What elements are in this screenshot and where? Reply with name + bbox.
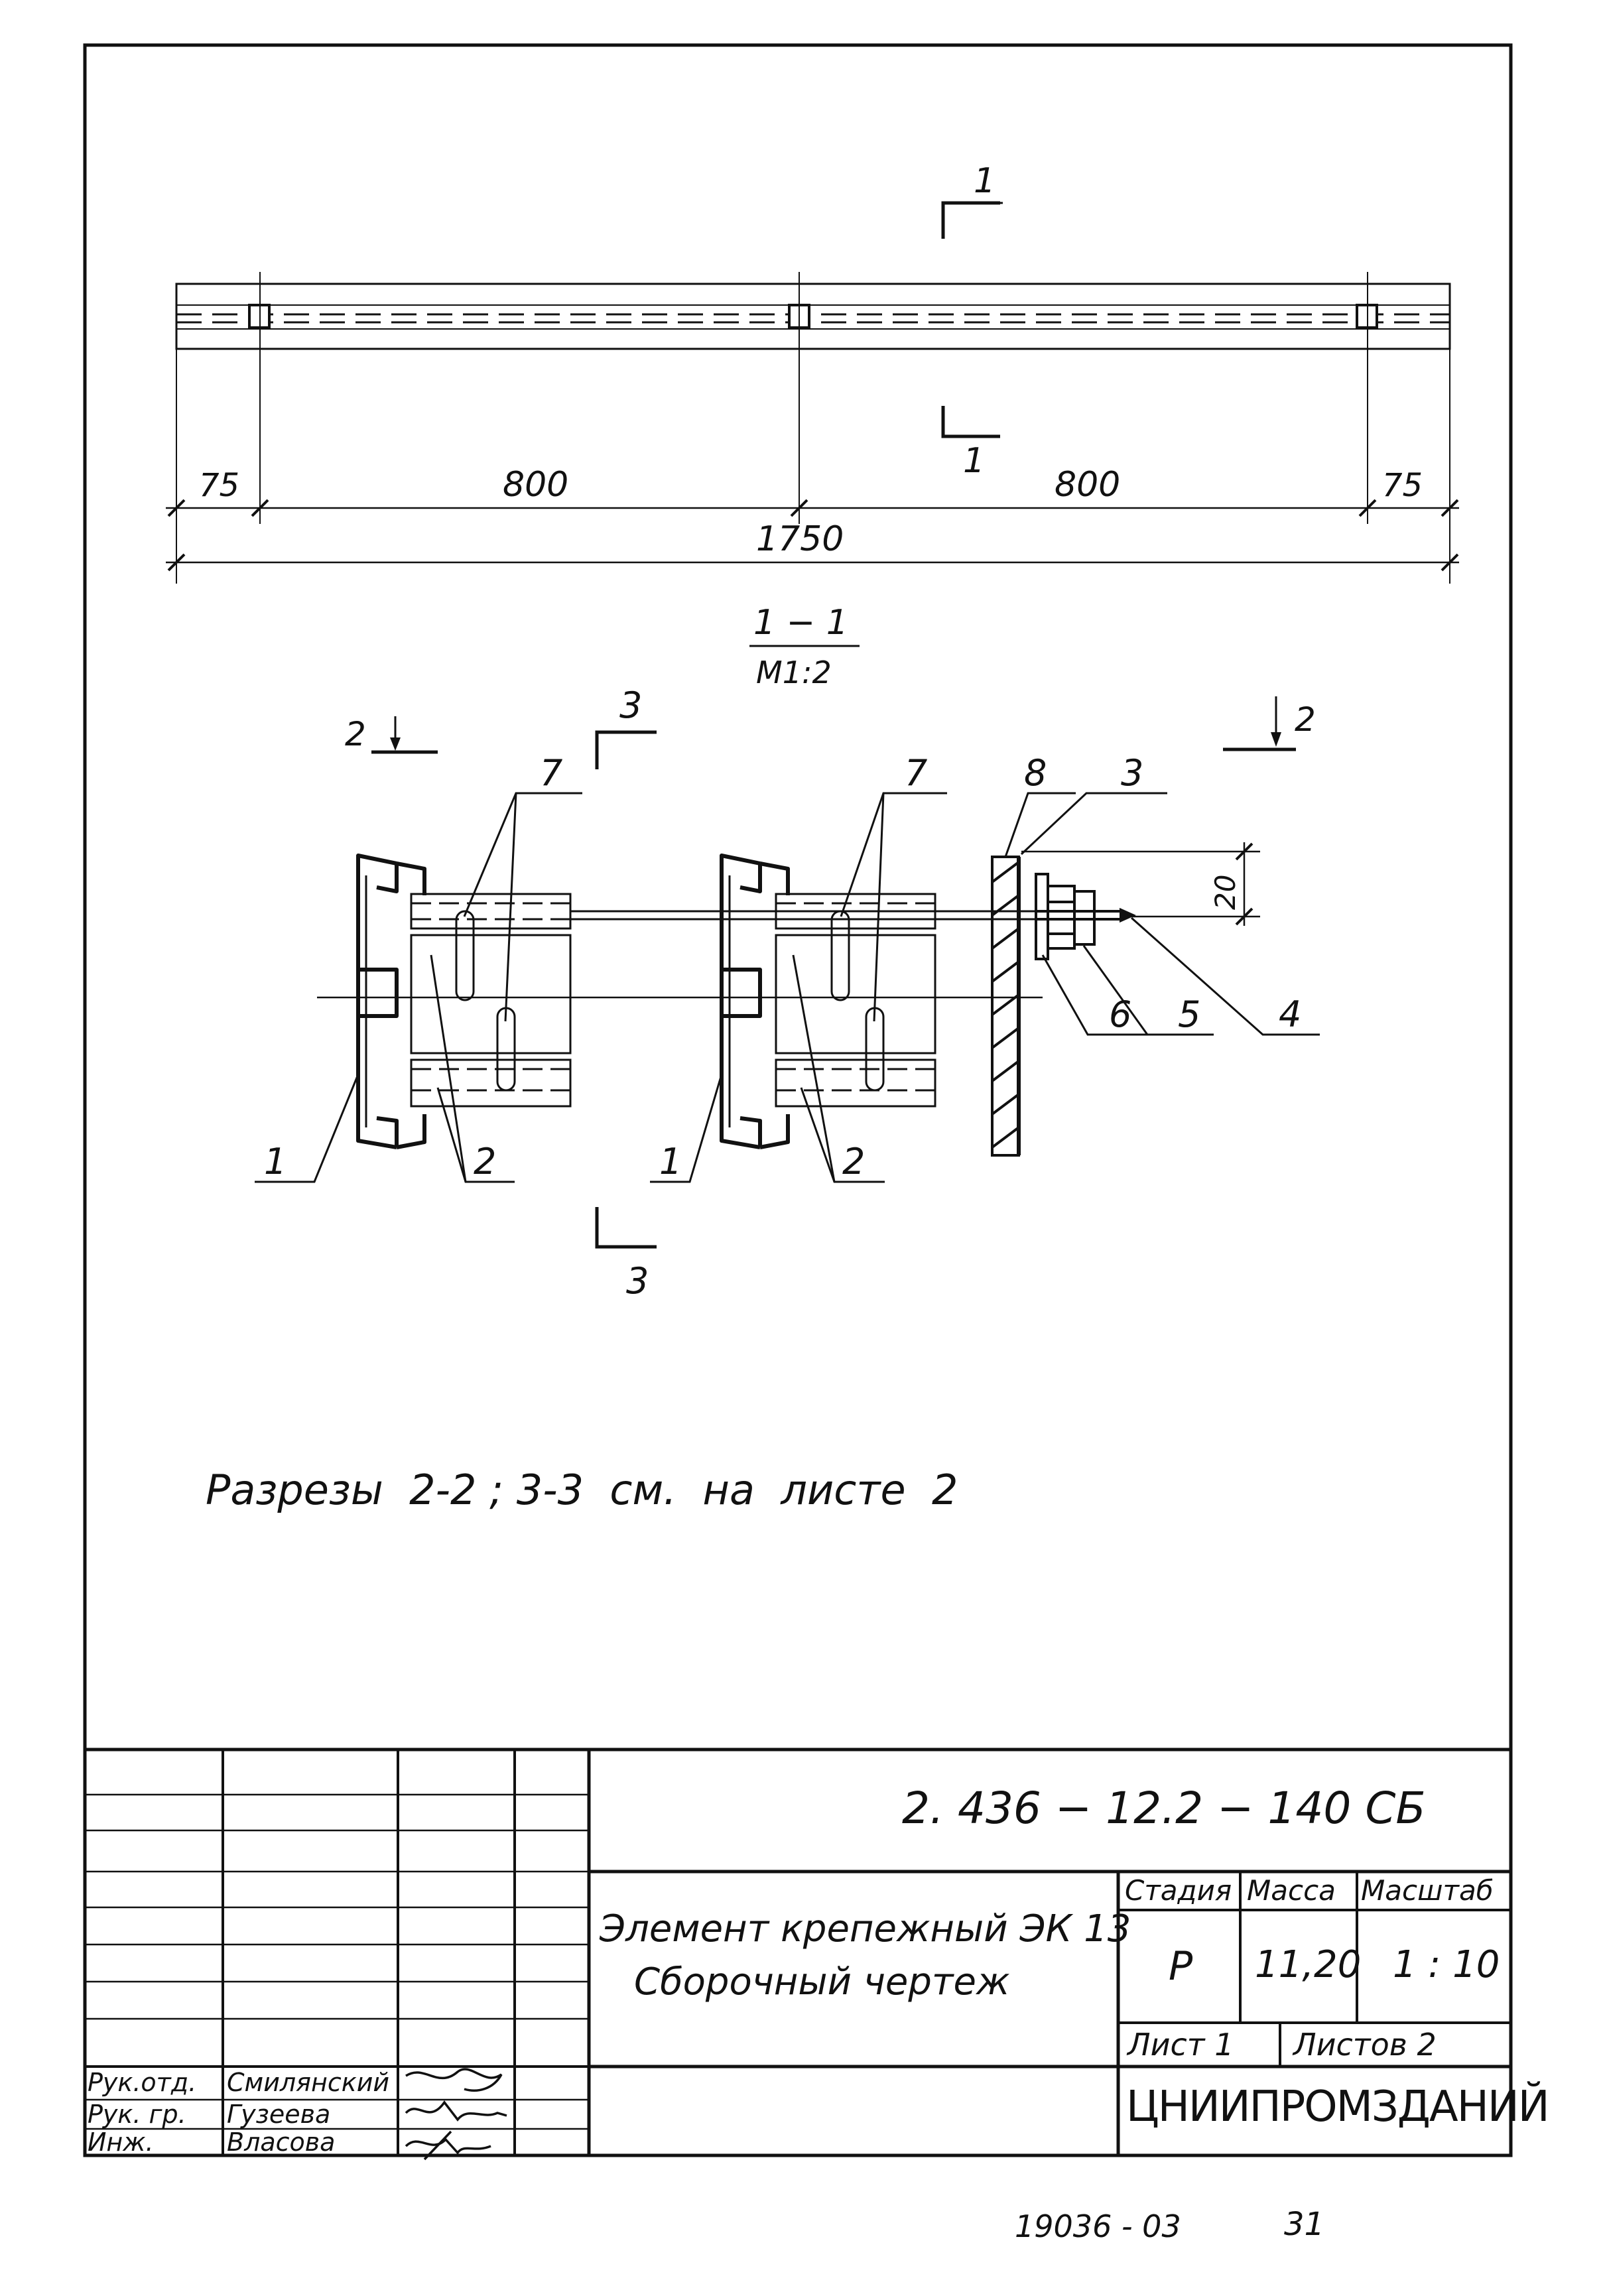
callout-3: 3	[1121, 752, 1143, 794]
signature-marks	[405, 2068, 507, 2161]
organization-name: ЦНИИПРОМЗДАНИЙ	[1126, 2082, 1550, 2132]
scale-header: Масштаб	[1361, 1874, 1494, 1907]
dim-left-end: 75	[199, 467, 239, 504]
section-mark-1-top	[941, 201, 1000, 239]
callout-6: 6	[1109, 993, 1131, 1035]
callout-1-middle: 1	[659, 1141, 682, 1182]
signature-role-3: Инж.	[88, 2128, 154, 2157]
signature-name-1: Смилянский	[227, 2068, 390, 2097]
callout-4: 4	[1279, 993, 1301, 1035]
dim-span-1: 800	[503, 465, 568, 505]
signature-role-2: Рук. гр.	[88, 2100, 186, 2129]
section-1-top-label: 1	[974, 161, 995, 201]
stage-header: Стадия	[1125, 1874, 1232, 1907]
cut-2-left-label: 2	[345, 715, 366, 753]
nut-1	[1047, 885, 1076, 950]
scale-value: 1 : 10	[1393, 1943, 1500, 1986]
cut-mark-3-bottom	[595, 1207, 657, 1249]
stage-value: Р	[1169, 1943, 1193, 1990]
document-code: 2. 436 − 12.2 − 140 СБ	[902, 1783, 1426, 1834]
callout-5: 5	[1178, 993, 1200, 1035]
signature-name-3: Власова	[227, 2128, 336, 2157]
washer-nut-assembly	[1035, 873, 1136, 960]
bracket-middle	[775, 893, 936, 1108]
section-mark-1-bottom	[941, 406, 1000, 438]
page-number: 31	[1284, 2206, 1325, 2243]
callout-7-left: 7	[540, 752, 562, 794]
sheet-number: Лист 1	[1127, 2027, 1234, 2063]
section-1-1-scale: М1:2	[756, 655, 832, 690]
panel-sheet	[991, 856, 1021, 1157]
sheets-total: Листов 2	[1293, 2027, 1437, 2063]
cut-3-top-label: 3	[619, 684, 642, 726]
title-block-grid	[85, 1748, 1511, 2155]
dim-20-label: 20	[1209, 875, 1242, 910]
bracket-left	[410, 893, 572, 1108]
section-1-1-title: 1 − 1	[753, 603, 848, 643]
rail-outline	[175, 283, 1451, 350]
slot-left-a	[455, 910, 475, 1001]
drawing-type: Сборочный чертеж	[634, 1960, 1010, 2004]
plan-view	[166, 201, 1459, 584]
callout-7-middle: 7	[905, 752, 927, 794]
dim-span-2: 800	[1055, 465, 1120, 505]
slot-middle-a	[830, 910, 850, 1001]
mass-value: 11,20	[1255, 1943, 1362, 1986]
element-name: Элемент крепежный ЭК 13	[600, 1907, 1131, 1950]
callout-2-middle: 2	[842, 1141, 865, 1182]
channel-profile-middle	[720, 854, 790, 1149]
callout-1-left: 1	[264, 1141, 287, 1182]
channel-profile-left	[356, 854, 426, 1149]
mass-header: Масса	[1247, 1874, 1336, 1907]
nut-2	[1073, 890, 1096, 946]
archive-number: 19036 - 03	[1015, 2208, 1181, 2244]
section-1-bottom-label: 1	[963, 441, 985, 481]
cut-mark-3-top	[595, 730, 657, 769]
dim-right-end: 75	[1382, 467, 1423, 504]
callout-8: 8	[1024, 752, 1047, 794]
signature-name-2: Гузеева	[227, 2100, 331, 2129]
signature-role-1: Рук.отд.	[88, 2068, 197, 2097]
sections-note: Разрезы 2-2 ; 3-3 см. на листе 2	[206, 1466, 958, 1514]
cut-2-right-label: 2	[1295, 700, 1316, 739]
dim-overall: 1750	[756, 519, 844, 559]
washer	[1035, 873, 1049, 960]
callout-2-left: 2	[474, 1141, 496, 1182]
cut-3-bottom-label: 3	[626, 1260, 649, 1302]
sheet-frame	[83, 43, 1513, 2157]
